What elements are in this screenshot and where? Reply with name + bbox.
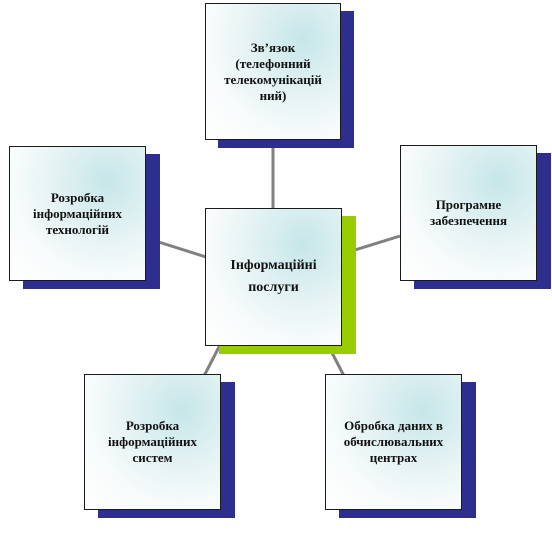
label-line: технологій [45, 221, 109, 237]
label-line: послуги [248, 280, 299, 295]
node-information-services: Інформаційні послуги [205, 208, 356, 354]
label-line: Інформаційні [230, 258, 317, 273]
label-line: Обробка даних в [344, 418, 443, 433]
label-line: ний) [259, 87, 287, 103]
node-box: Розробка інформаційних систем [84, 374, 221, 510]
node-label: Зв’язок (телефонний телекомунікацій ний) [224, 40, 322, 104]
label-line: інформаційних [33, 205, 122, 221]
node-software: Програмне забезпечення [400, 145, 551, 289]
connector-bottom-left [202, 344, 222, 377]
node-label: Розробка інформаційних систем [108, 418, 197, 466]
label-line: інформаційних [108, 434, 197, 449]
label-line: (телефонний [235, 55, 311, 71]
label-line: забезпечення [429, 213, 508, 228]
node-box: Обробка даних в обчислювальних центрах [325, 374, 462, 510]
node-box: Програмне забезпечення [400, 145, 537, 281]
center-node-label: Інформаційні послуги [230, 255, 316, 299]
label-line: Зв’язок [250, 39, 296, 55]
node-label: Розробка інформаційних технологій [33, 190, 122, 238]
label-line: Розробка [50, 189, 105, 205]
node-box: Розробка інформаційних технологій [9, 146, 146, 281]
label-line: обчислювальних [343, 434, 444, 449]
node-label: Програмне забезпечення [430, 197, 507, 229]
node-data-processing: Обробка даних в обчислювальних центрах [325, 374, 477, 519]
center-node-box: Інформаційні послуги [205, 208, 342, 346]
node-is-development: Розробка інформаційних систем [84, 374, 236, 519]
label-line: Програмне [435, 197, 502, 212]
label-line: Розробка [125, 418, 180, 433]
node-box: Зв’язок (телефонний телекомунікацій ний) [205, 3, 341, 140]
label-line: систем [132, 450, 173, 465]
node-communication: Зв’язок (телефонний телекомунікацій ний) [205, 3, 355, 148]
label-line: телекомунікацій [224, 71, 322, 87]
node-it-development: Розробка інформаційних технологій [9, 146, 161, 290]
label-line: центрах [369, 450, 418, 465]
node-label: Обробка даних в обчислювальних центрах [344, 418, 444, 466]
